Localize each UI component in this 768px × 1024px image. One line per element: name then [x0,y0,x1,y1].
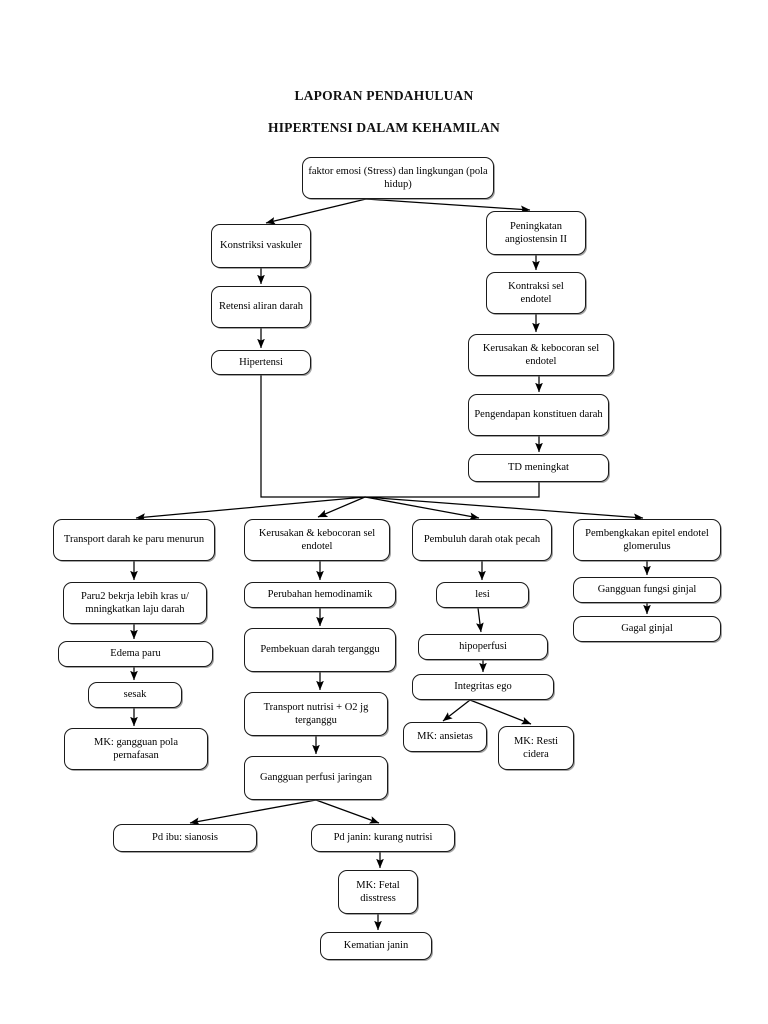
flowchart-node-n26: MK: Resti cidera [498,726,574,770]
flowchart-node-n13: Pembengkakan epitel endotel glomerulus [573,519,721,561]
flowchart-node-label: Integritas ego [454,681,512,693]
flowchart-node-label: sesak [123,689,147,701]
flowchart-node-label: faktor emosi (Stress) dan lingkungan (po… [308,165,488,190]
flowchart-node-n32: Kematian janin [320,932,432,960]
flowchart-node-label: lesi [475,589,490,601]
flowchart-node-label: Perubahan hemodinamik [267,589,373,601]
flowchart-node-label: Gangguan perfusi jaringan [260,772,372,784]
flowchart-node-label: Paru2 bekrja lebih kras u/ mningkatkan l… [81,590,189,615]
flowchart-node-label: Pembengkakan epitel endotel glomerulus [585,527,709,552]
flowchart-node-n28: Gangguan perfusi jaringan [244,756,388,800]
flowchart-node-n8: Pengendapan konstituen darah [468,394,609,436]
flowchart-node-label: Hipertensi [239,356,283,368]
flowchart-node-n6: Hipertensi [211,350,311,375]
flowchart-node-label: Pembekuan darah terganggu [260,644,380,656]
flowchart-node-label: Pd janin: kurang nutrisi [333,832,433,844]
flowchart-node-label: Gagal ginjal [621,623,673,635]
flowchart-node-label: Edema paru [110,648,161,660]
flowchart-node-label: Retensi aliran darah [219,301,303,313]
flowchart-node-n17: Gangguan fungsi ginjal [573,577,721,603]
flowchart-node-n15: Perubahan hemodinamik [244,582,396,608]
flowchart-node-n12: Pembuluh darah otak pecah [412,519,552,561]
flowchart-node-n9: TD meningkat [468,454,609,482]
flowchart-node-n5: Kontraksi sel endotel [486,272,586,314]
flowchart-node-label: Transport nutrisi + O2 jg terganggu [263,701,369,726]
flowchart-node-label: hipoperfusi [459,641,507,653]
flowchart-node-label: Kerusakan & kebocoran sel endotel [258,527,376,552]
flowchart-node-label: Transport darah ke paru menurun [63,534,205,546]
flowchart-node-n4: Retensi aliran darah [211,286,311,328]
flowchart-node-n25: MK: ansietas [403,722,487,752]
flowchart-node-n21: hipoperfusi [418,634,548,660]
flowchart-node-label: MK: Resti cidera [513,735,559,760]
flowchart-node-label: Pd ibu: sianosis [152,832,218,844]
flowchart-node-n30: Pd janin: kurang nutrisi [311,824,455,852]
flowchart-node-label: MK: Fetal disstress [356,879,400,904]
flowchart-node-n10: Transport darah ke paru menurun [53,519,215,561]
flowchart-node-n11: Kerusakan & kebocoran sel endotel [244,519,390,561]
flowchart-node-n31: MK: Fetal disstress [338,870,418,914]
page-title-line2: HIPERTENSI DALAM KEHAMILAN [268,120,500,135]
flowchart-node-n2: Konstriksi vaskuler [211,224,311,268]
flowchart-node-label: Kontraksi sel endotel [508,280,564,305]
flowchart-node-label: TD meningkat [508,462,569,474]
flowchart-node-n29: Pd ibu: sianosis [113,824,257,852]
flowchart-node-label: Kematian janin [343,940,409,952]
page-title-line1: LAPORAN PENDAHULUAN [294,88,474,103]
flowchart-node-n16: lesi [436,582,529,608]
flowchart-node-n19: Edema paru [58,641,213,667]
flowchart-node-n23: Integritas ego [412,674,554,700]
flowchart-node-n3: Peningkatan angiostensin II [486,211,586,255]
flowchart-node-n22: sesak [88,682,182,708]
flowchart-node-label: MK: gangguan pola pernafasan [94,736,178,761]
flowchart-node-n20: Pembekuan darah terganggu [244,628,396,672]
flowchart-node-n14: Paru2 bekrja lebih kras u/ mningkatkan l… [63,582,207,624]
flowchart-node-label: Pengendapan konstituen darah [474,409,603,421]
flowchart-node-label: Konstriksi vaskuler [220,240,302,252]
flowchart-node-n7: Kerusakan & kebocoran sel endotel [468,334,614,376]
flowchart-node-n27: MK: gangguan pola pernafasan [64,728,208,770]
flowchart-node-label: Pembuluh darah otak pecah [423,534,541,546]
flowchart-node-n18: Gagal ginjal [573,616,721,642]
flowchart-node-n24: Transport nutrisi + O2 jg terganggu [244,692,388,736]
flowchart-node-label: Peningkatan angiostensin II [504,220,568,245]
flowchart-node-label: MK: ansietas [417,731,473,743]
flowchart-node-label: Kerusakan & kebocoran sel endotel [482,342,600,367]
flowchart-node-label: Gangguan fungsi ginjal [597,584,697,596]
flowchart-node-n1: faktor emosi (Stress) dan lingkungan (po… [302,157,494,199]
